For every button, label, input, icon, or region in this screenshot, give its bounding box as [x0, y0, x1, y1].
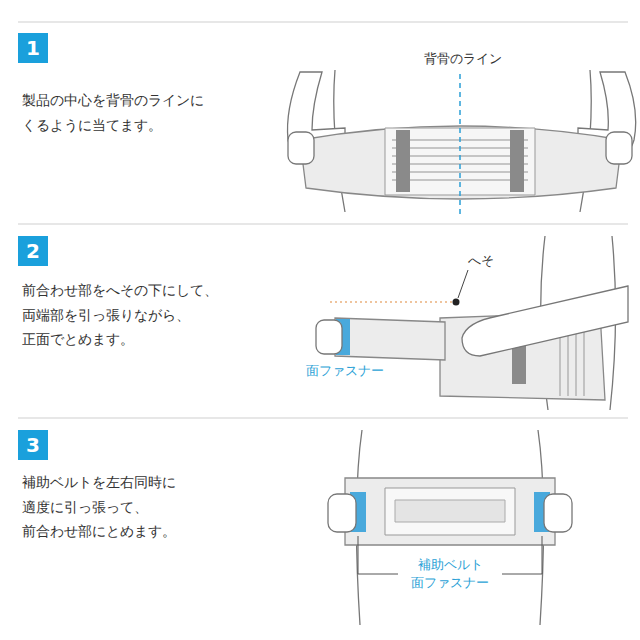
step-number-box: 3 [18, 430, 48, 460]
step-instruction: 製品の中心を背骨のラインに くるように当てます。 [22, 88, 232, 137]
step-number: 1 [26, 36, 40, 60]
part-label: 面ファスナー [306, 362, 396, 380]
step-number-box: 1 [18, 33, 48, 63]
step-instruction: 前合わせ部をへその下にして、 両端部を引っ張りながら、 正面でとめます。 [22, 278, 232, 352]
step-number: 3 [26, 433, 40, 457]
part-label: 補助ベルト 面ファスナー [400, 556, 500, 591]
part-label: 背骨のライン [424, 50, 514, 68]
step-number-box: 2 [18, 236, 48, 266]
step-instruction: 補助ベルトを左右同時に 適度に引っ張って、 前合わせ部にとめます。 [22, 470, 232, 544]
step-number: 2 [26, 239, 40, 263]
part-label: へそ [468, 252, 508, 270]
